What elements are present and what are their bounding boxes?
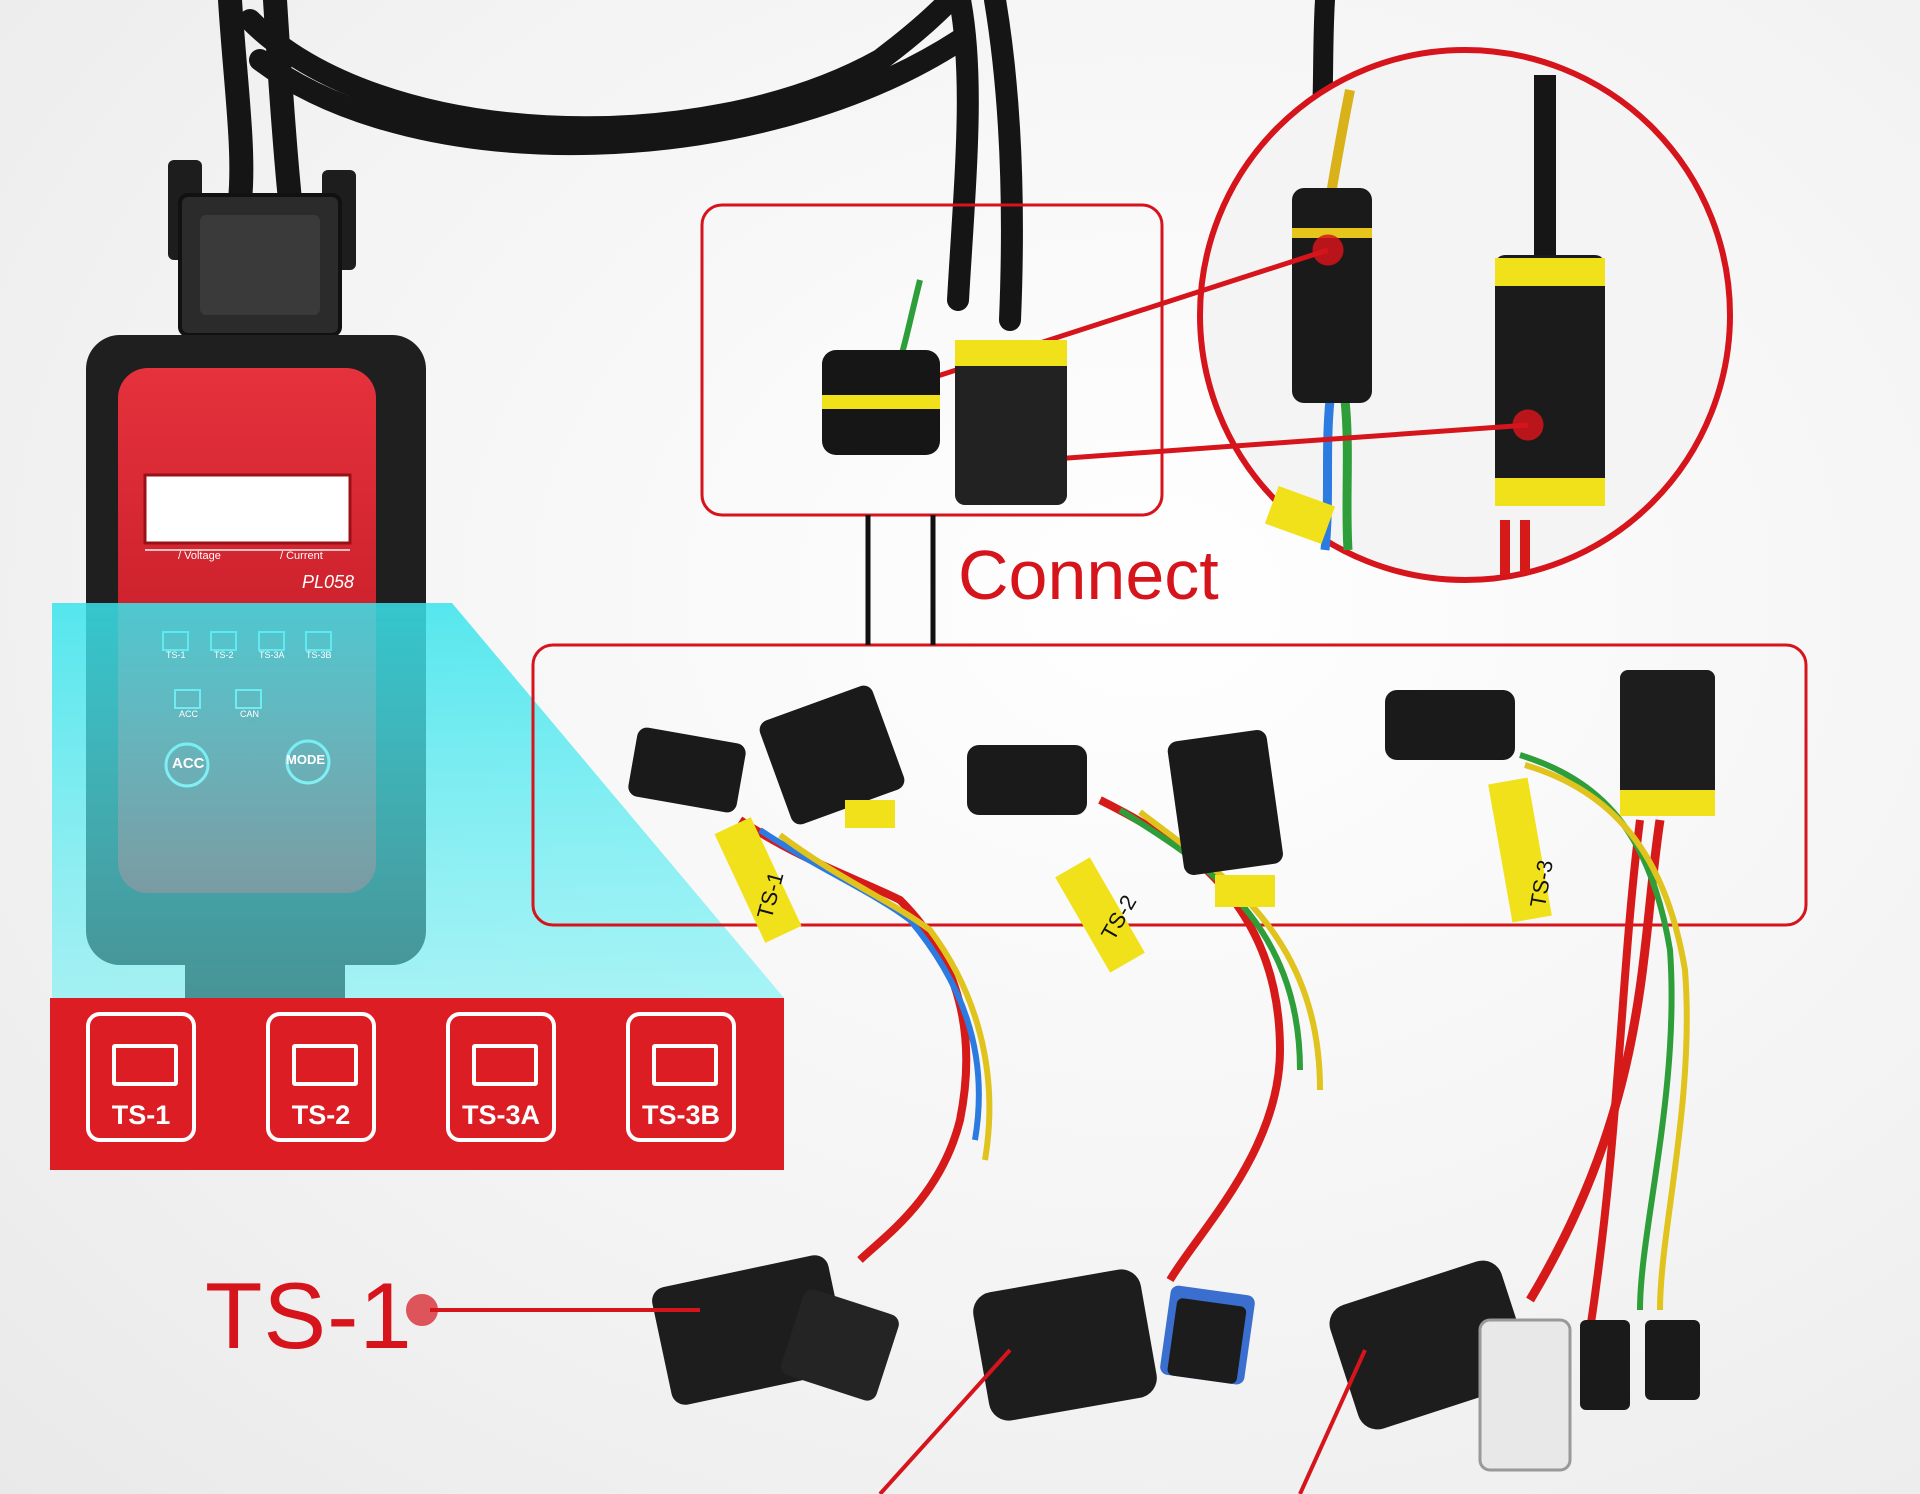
ts1-callout-label: TS-1 bbox=[205, 1263, 413, 1368]
display-label-voltage: / Voltage bbox=[178, 550, 221, 562]
legend-item-ts3b: TS-3B bbox=[626, 1012, 736, 1142]
box-connectors bbox=[822, 279, 1067, 505]
display-label-current: / Current bbox=[280, 550, 323, 562]
screen-icon bbox=[292, 1044, 358, 1086]
mode-button-label: MODE bbox=[286, 752, 325, 767]
main-cables bbox=[218, 0, 1335, 331]
legend-item-ts1: TS-1 bbox=[86, 1012, 196, 1142]
zoom-circle bbox=[1197, 47, 1733, 583]
highlight-beam bbox=[52, 603, 784, 998]
device-model: PL058 bbox=[302, 572, 355, 592]
led-label-acc: ACC bbox=[179, 709, 199, 719]
led-label-can: CAN bbox=[240, 709, 260, 719]
screen-icon bbox=[112, 1044, 178, 1086]
acc-button-label: ACC bbox=[172, 755, 205, 772]
harness-ts1 bbox=[628, 685, 993, 1405]
harness-ts3 bbox=[1329, 670, 1715, 1472]
led-label-ts3b: TS-3B bbox=[306, 650, 332, 660]
harness-ts2 bbox=[967, 729, 1323, 1421]
db-connector bbox=[168, 160, 356, 337]
connect-label: Connect bbox=[958, 536, 1219, 614]
led-label-ts1: TS-1 bbox=[166, 650, 186, 660]
led-label-ts3a: TS-3A bbox=[259, 650, 285, 660]
led-label-ts2: TS-2 bbox=[214, 650, 234, 660]
screen-icon bbox=[472, 1044, 538, 1086]
legend-item-ts2: TS-2 bbox=[266, 1012, 376, 1142]
legend-item-ts3a: TS-3A bbox=[446, 1012, 556, 1142]
screen-icon bbox=[652, 1044, 718, 1086]
pointer-lines bbox=[406, 1294, 1367, 1494]
mode-legend: TS-1 TS-2 TS-3A TS-3B bbox=[50, 998, 784, 1170]
